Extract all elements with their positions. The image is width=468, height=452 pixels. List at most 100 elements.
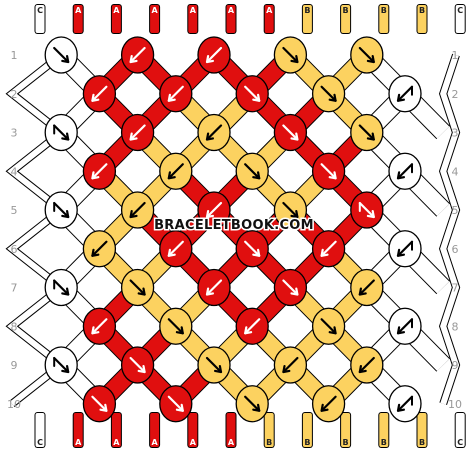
knot-arrowhead-icon bbox=[366, 210, 375, 219]
knot-arrow-icon bbox=[320, 395, 337, 412]
knot-arrowhead-icon bbox=[358, 287, 367, 296]
knot-arrow-icon bbox=[282, 279, 299, 296]
knot-arrowhead-icon bbox=[175, 326, 184, 335]
knot-arrowhead-icon bbox=[396, 326, 405, 335]
knot-arrow-icon bbox=[91, 318, 108, 335]
bottom-thread-7-label: B bbox=[266, 438, 272, 447]
bottom-thread-8 bbox=[302, 413, 312, 447]
knot-arrowhead-icon bbox=[282, 365, 291, 374]
top-thread-5-label: A bbox=[190, 6, 197, 15]
knot-arrowhead-icon bbox=[290, 287, 299, 296]
knot-arrow-icon bbox=[320, 318, 337, 335]
knot-arrow-icon bbox=[358, 356, 375, 374]
row-number-right-8: 8 bbox=[452, 320, 459, 333]
knot-arrow-icon bbox=[396, 318, 414, 335]
row-number-right-3: 3 bbox=[452, 127, 459, 140]
knot-arrowhead-icon bbox=[91, 248, 100, 257]
knot-arrow-icon bbox=[91, 85, 108, 102]
knot-arrow-icon bbox=[205, 201, 223, 219]
knot-arrowhead-icon bbox=[366, 132, 375, 141]
knot-arrow-icon bbox=[244, 395, 261, 412]
bottom-thread-3-label: A bbox=[113, 438, 120, 447]
knot-arrowhead-icon bbox=[252, 93, 261, 102]
knot-arrowhead-icon bbox=[129, 132, 138, 141]
bottom-thread-9 bbox=[341, 413, 351, 447]
top-thread-11-label: B bbox=[419, 6, 425, 15]
row-number-left-10: 10 bbox=[7, 398, 21, 411]
knot-arrow-icon bbox=[320, 163, 337, 180]
knot-arrowhead-icon bbox=[205, 287, 214, 296]
top-thread-8 bbox=[302, 5, 312, 33]
knot-arrowhead-icon bbox=[175, 403, 184, 412]
bottom-thread-12-label: C bbox=[457, 438, 463, 447]
knot-arrowhead-icon bbox=[167, 93, 176, 102]
bottom-thread-3 bbox=[111, 413, 121, 447]
top-thread-5 bbox=[188, 5, 198, 33]
knot-arrowhead-icon bbox=[396, 403, 405, 412]
knot-arrow-icon bbox=[53, 201, 70, 219]
knot-arrow-icon bbox=[244, 240, 261, 257]
knot-arrow-icon bbox=[53, 279, 70, 296]
top-thread-3 bbox=[111, 5, 121, 33]
knot-arrowhead-icon bbox=[252, 171, 261, 180]
bottom-thread-4 bbox=[150, 413, 160, 447]
knot-arrowhead-icon bbox=[396, 93, 405, 102]
top-thread-12 bbox=[455, 5, 465, 33]
top-thread-6-label: A bbox=[228, 6, 235, 15]
bottom-thread-5-label: A bbox=[190, 438, 197, 447]
edge-strand-R bbox=[440, 54, 460, 405]
row-number-left-8: 8 bbox=[11, 320, 18, 333]
knot-arrow-icon bbox=[320, 240, 337, 257]
row-number-left-9: 9 bbox=[11, 359, 18, 372]
knot-arrowhead-icon bbox=[328, 93, 337, 102]
knot-arrow-icon bbox=[129, 46, 146, 64]
knot-arrow-icon bbox=[358, 124, 375, 141]
knot-arrow-icon bbox=[358, 46, 375, 64]
bottom-thread-5 bbox=[188, 413, 198, 447]
knot-arrowhead-icon bbox=[99, 403, 108, 412]
knot-arrow-icon bbox=[129, 356, 146, 374]
bottom-thread-6-label: A bbox=[228, 438, 235, 447]
knot-arrow-icon bbox=[53, 356, 70, 374]
top-thread-6 bbox=[226, 5, 236, 33]
row-number-left-5: 5 bbox=[11, 204, 18, 217]
knot-layer bbox=[44, 36, 422, 423]
bottom-thread-10-label: B bbox=[381, 438, 387, 447]
knot-arrowhead-icon bbox=[358, 365, 367, 374]
knot-arrow-icon bbox=[167, 240, 184, 257]
knot-arrow-icon bbox=[396, 395, 414, 412]
knot-arrowhead-icon bbox=[129, 55, 138, 64]
knot-arrowhead-icon bbox=[366, 55, 375, 64]
row-number-left-2: 2 bbox=[11, 88, 18, 101]
knot-arrow-icon bbox=[244, 85, 261, 102]
bottom-thread-12 bbox=[455, 413, 465, 447]
knot-arrow-icon bbox=[205, 46, 223, 64]
knot-arrow-icon bbox=[358, 201, 375, 219]
knot-arrow-icon bbox=[91, 395, 108, 412]
knot-arrow-icon bbox=[282, 46, 299, 64]
edge-strand-L bbox=[7, 52, 67, 407]
knot-arrow-icon bbox=[244, 163, 261, 180]
top-thread-8-label: B bbox=[304, 6, 310, 15]
knot-arrow-icon bbox=[129, 201, 146, 219]
knot-arrowhead-icon bbox=[290, 55, 299, 64]
knot-arrow-icon bbox=[320, 85, 337, 102]
knot-arrowhead-icon bbox=[61, 365, 70, 374]
row-number-left-4: 4 bbox=[11, 165, 18, 178]
knot-arrow-icon bbox=[396, 163, 414, 180]
knot-arrowhead-icon bbox=[252, 403, 261, 412]
knot-arrowhead-icon bbox=[129, 210, 138, 219]
bottom-thread-9-label: B bbox=[343, 438, 349, 447]
knot-arrow-icon bbox=[53, 46, 70, 64]
top-thread-2-label: A bbox=[75, 6, 82, 15]
row-number-right-2: 2 bbox=[452, 88, 459, 101]
knot-arrowhead-icon bbox=[167, 248, 176, 257]
bottom-thread-8-label: B bbox=[304, 438, 310, 447]
knot-arrowhead-icon bbox=[91, 171, 100, 180]
knot-arrowhead-icon bbox=[214, 365, 223, 374]
knot-arrow-icon bbox=[282, 124, 299, 141]
knot-arrowhead-icon bbox=[396, 171, 405, 180]
row-number-right-7: 7 bbox=[452, 282, 459, 295]
knot-arrowhead-icon bbox=[328, 326, 337, 335]
